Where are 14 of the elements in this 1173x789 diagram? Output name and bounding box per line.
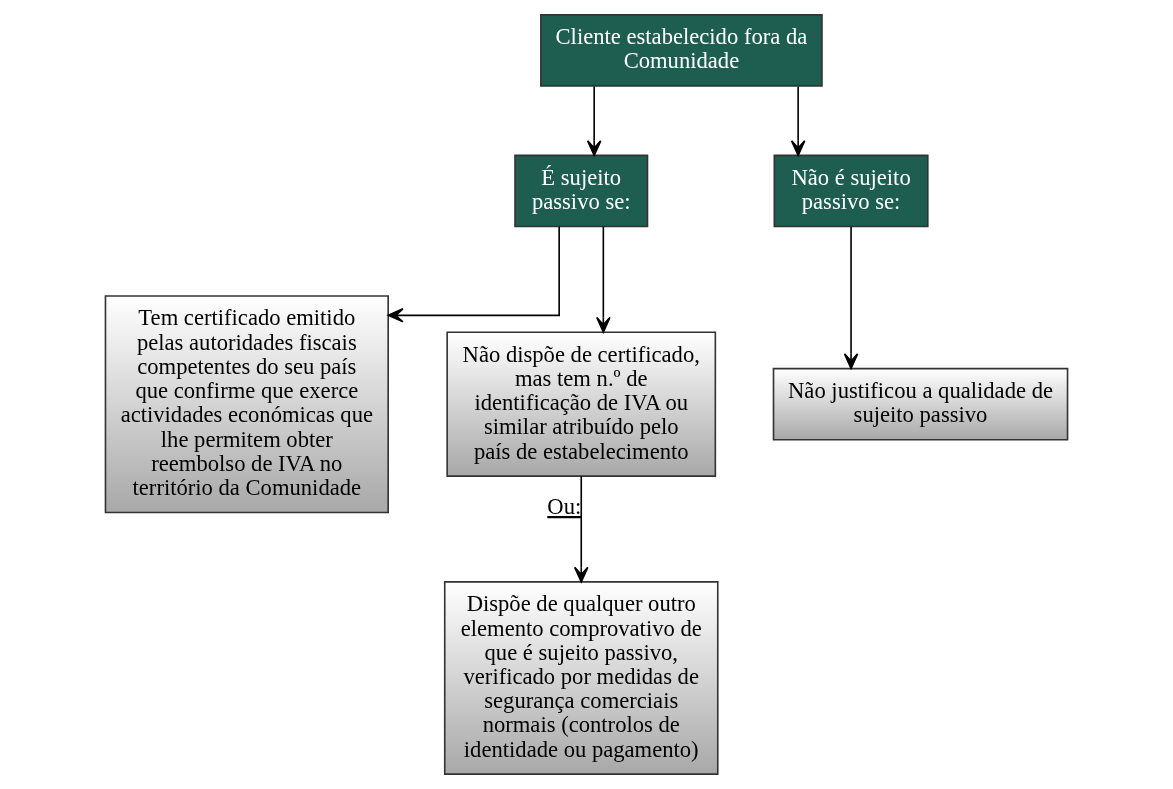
arrow (586, 85, 602, 157)
arrow (573, 475, 589, 583)
arrow (387, 226, 560, 323)
arrow (790, 85, 806, 157)
node-box: Dispõe de qualquer outro elemento comprovativo de que é sujeito passivo, verificado por medidas de segurança comerciais normais (controlos de identidade ou pagamento) (443, 581, 719, 775)
edge-label: Ou: (547, 493, 582, 519)
node-box: Cliente estabelecido fora da Comunidade (540, 14, 823, 87)
arrow (843, 225, 859, 370)
node-box: Não justificou a qualidade de sujeito passivo (772, 367, 1069, 441)
node-box: É sujeito passivo se: (514, 154, 649, 228)
arrow (596, 225, 611, 333)
node-box: Não é sujeito passivo se: (773, 154, 929, 228)
node-box: Tem certificado emitido pelas autoridades fiscais competentes do seu país que confirme que exerce actividades económicas que lhe permitem obter reembolso de IVA no território da Comunidade (104, 295, 389, 514)
node-box: Não dispõe de certificado, mas tem n.º de identificação de IVA ou similar atribuído pelo país de estabelecimento (446, 331, 717, 477)
